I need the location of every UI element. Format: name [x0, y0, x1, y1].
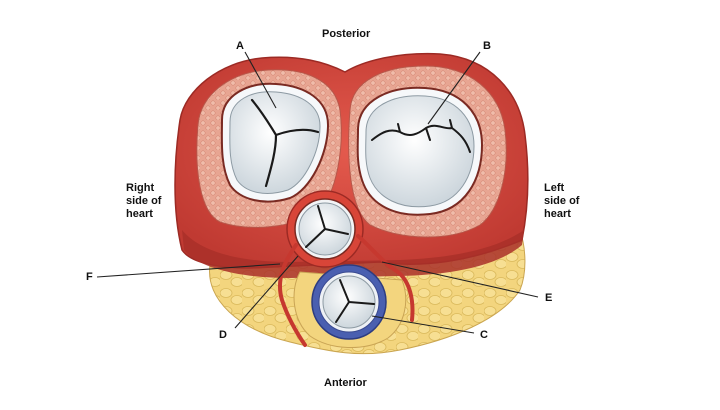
label-f: F — [86, 271, 93, 283]
pulmonary-commissures — [335, 279, 375, 323]
leader-a — [244, 51, 277, 109]
leader-e — [381, 261, 539, 298]
label-c: C — [480, 329, 488, 341]
mitral-valve-leaflets — [365, 95, 475, 208]
leader-d — [234, 255, 299, 329]
leader-f — [96, 263, 281, 278]
leader-b — [427, 51, 481, 125]
left-side-label: Left side of heart — [544, 182, 580, 220]
leader-c — [371, 315, 475, 334]
left-coronary-artery — [356, 234, 415, 322]
label-e: E — [545, 292, 553, 304]
label-d: D — [219, 329, 227, 341]
label-b: B — [483, 40, 491, 52]
label-a: A — [236, 40, 244, 52]
leader-lines — [96, 51, 539, 334]
mitral-commissure — [371, 119, 471, 153]
myocardium-lower-band — [182, 230, 524, 278]
aortic-commissures — [305, 205, 349, 248]
right-side-label: Right side of heart — [126, 182, 162, 220]
posterior-label: Posterior — [322, 28, 371, 40]
tricuspid-commissures — [250, 98, 320, 188]
anterior-label: Anterior — [324, 377, 367, 389]
right-coronary-artery — [277, 243, 307, 347]
